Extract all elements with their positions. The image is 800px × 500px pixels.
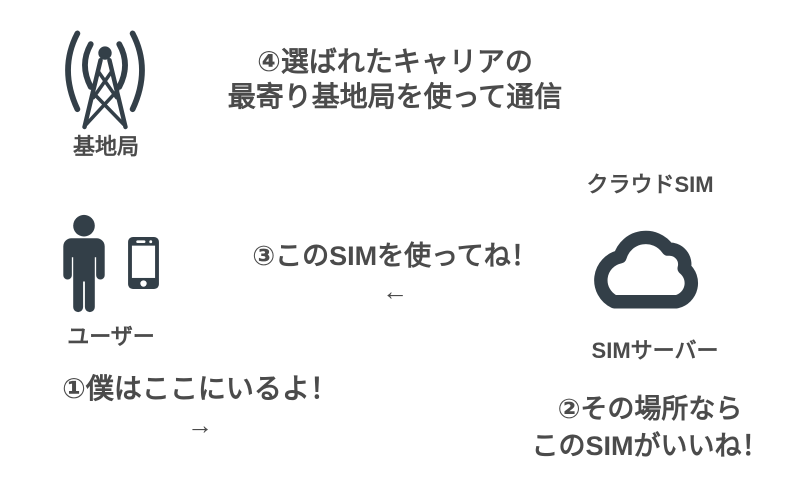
right-arrow-icon: → [187, 410, 213, 440]
smartphone-icon [128, 236, 159, 290]
base-station-label: 基地局 [72, 134, 139, 159]
cloud-icon [594, 230, 699, 309]
step3-text: ③このSIMを使ってね！ [252, 241, 538, 271]
cell-tower-icon [65, 30, 145, 130]
step2-line1: ②その場所なら [557, 394, 743, 424]
step1-annotation: ①僕はここにいるよ！ → [35, 372, 365, 445]
sim-server-label: SIMサーバー [591, 338, 719, 363]
left-arrow-icon: ← [382, 276, 408, 306]
cloud-sim-title: クラウドSIM [586, 172, 714, 197]
step3-annotation: ③このSIMを使ってね！ ← [225, 241, 565, 310]
step4-line1: ④選ばれたキャリアの [257, 46, 533, 77]
step4-line2: 最寄り基地局を使って通信 [227, 81, 563, 112]
person-icon [63, 214, 105, 313]
user-label: ユーザー [67, 324, 155, 349]
step1-text: ①僕はここにいるよ！ [62, 373, 338, 404]
step2-line2: このSIMがいいね！ [531, 431, 769, 461]
step2-annotation: ②その場所なら このSIMがいいね！ [520, 391, 780, 465]
step4-annotation: ④選ばれたキャリアの 最寄り基地局を使って通信 [175, 44, 615, 114]
